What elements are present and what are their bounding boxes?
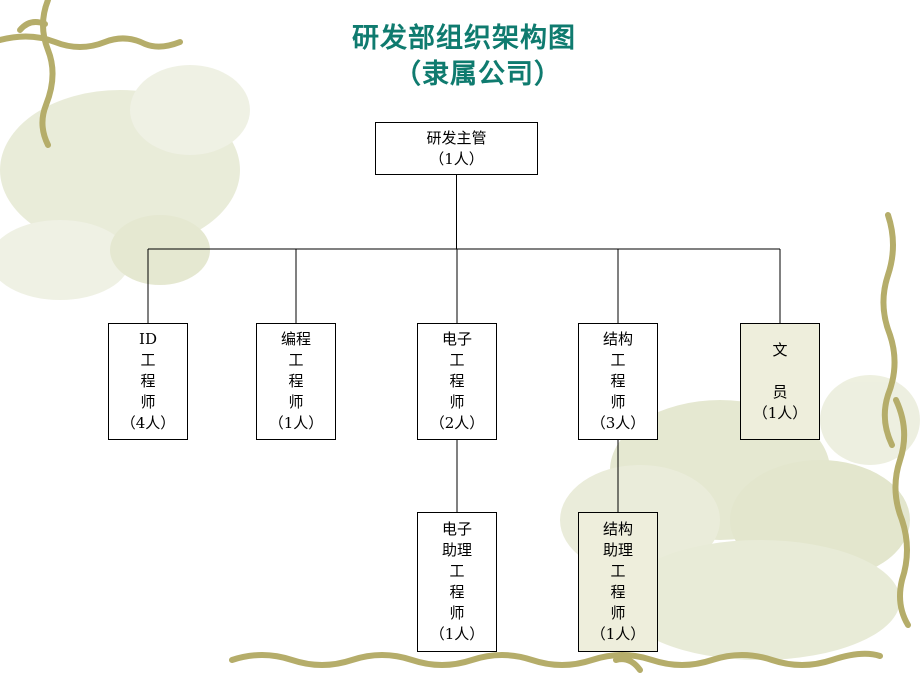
dept-node-id-engineer-line: 师 — [140, 393, 156, 411]
sub-node-structural-assistant-engineer-line: （1人） — [590, 625, 646, 643]
sub-node-electronics-assistant-engineer-line: 电子 — [441, 520, 472, 538]
dept-node-id-engineer-line: 工 — [140, 351, 156, 369]
sub-node-structural-assistant-engineer-line: 结构 — [602, 520, 633, 538]
vine-bottom — [229, 650, 883, 673]
dept-node-electronics-engineer-line: 程 — [449, 372, 465, 390]
dept-node-electronics-engineer-line: 工 — [449, 351, 465, 369]
dept-node-id-engineer-line: ID — [139, 330, 157, 348]
dept-node-id-engineer-line: 程 — [140, 372, 156, 390]
dept-node-structural-engineer: 结构工程师 （3人） — [578, 323, 658, 440]
dept-node-structural-engineer-line: 程 — [610, 372, 626, 390]
dept-node-clerk: 文员 （1人） — [740, 323, 820, 440]
dept-node-electronics-engineer-line: 师 — [449, 393, 465, 411]
dept-node-id-engineer: ID 工程师 （4人） — [108, 323, 188, 440]
dept-node-clerk-line: （1人） — [752, 403, 808, 422]
sub-node-electronics-assistant-engineer-line: 程 — [449, 583, 465, 601]
dept-node-clerk-line: 文 — [772, 340, 788, 359]
root-node-research-manager-line: 研发主管 — [426, 128, 487, 147]
sub-node-electronics-assistant-engineer-line: 师 — [449, 604, 465, 622]
dept-node-programming-engineer-line: 程 — [288, 372, 304, 390]
sub-node-structural-assistant-engineer: 结构助理工程师 （1人） — [578, 512, 658, 652]
sub-node-electronics-assistant-engineer-line: 助理 — [441, 541, 472, 559]
sub-node-structural-assistant-engineer-line: 师 — [610, 604, 626, 622]
sub-node-structural-assistant-engineer-line: 程 — [610, 583, 626, 601]
dept-node-structural-engineer-line: 工 — [610, 351, 626, 369]
dept-node-programming-engineer-line: 编程 — [280, 330, 311, 348]
dept-node-electronics-engineer-line: 电子 — [441, 330, 472, 348]
dept-node-programming-engineer-line: （1人） — [268, 414, 324, 432]
dept-node-programming-engineer-line: 师 — [288, 393, 304, 411]
dept-node-programming-engineer-line: 工 — [288, 351, 304, 369]
root-node-research-manager-line: （1人） — [429, 149, 484, 168]
page-title: 研发部组织架构图 — [352, 23, 576, 54]
dept-node-id-engineer-line: （4人） — [120, 414, 176, 432]
vine-top-left — [0, 0, 183, 148]
dept-node-clerk-line: 员 — [772, 382, 788, 401]
dept-node-structural-engineer-line: 师 — [610, 393, 626, 411]
sub-node-structural-assistant-engineer-line: 工 — [610, 562, 626, 580]
dept-node-programming-engineer: 编程工程师 （1人） — [256, 323, 336, 440]
dept-node-electronics-engineer: 电子工程师 （2人） — [417, 323, 497, 440]
dept-node-structural-engineer-line: 结构 — [602, 330, 633, 348]
sub-node-electronics-assistant-engineer-line: 工 — [449, 562, 465, 580]
sub-node-structural-assistant-engineer-line: 助理 — [602, 541, 633, 559]
sub-node-electronics-assistant-engineer-line: （1人） — [429, 625, 485, 643]
sub-node-electronics-assistant-engineer: 电子助理工程师 （1人） — [417, 512, 497, 652]
dept-node-electronics-engineer-line: （2人） — [429, 414, 485, 432]
page-subtitle: （隶属公司） — [394, 59, 562, 90]
blossom-watermark — [0, 65, 920, 660]
vine-right — [880, 212, 911, 628]
root-node-research-manager: 研发主管 （1人） — [375, 122, 538, 175]
dept-node-structural-engineer-line: （3人） — [590, 414, 646, 432]
